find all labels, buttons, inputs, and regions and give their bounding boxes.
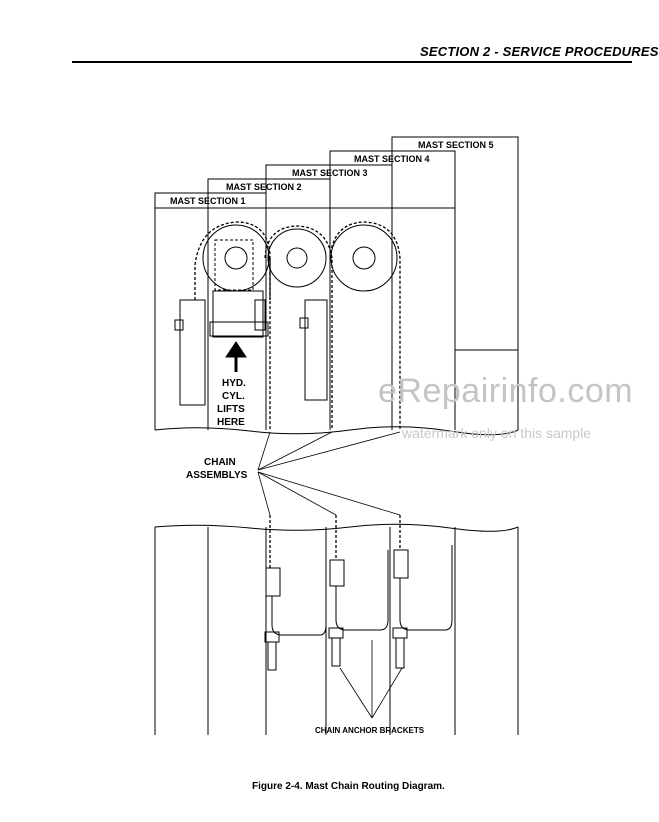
upper-anchor-left xyxy=(174,299,206,406)
lower-bracket-1 xyxy=(264,560,327,671)
upper-anchor-right xyxy=(254,299,266,331)
mast-section-3-label: MAST SECTION 3 xyxy=(292,168,368,178)
mast-section-2-label: MAST SECTION 2 xyxy=(226,182,302,192)
chain-leader-lines xyxy=(257,431,401,516)
bracket-leader-lines xyxy=(339,640,403,719)
upper-anchor-mid xyxy=(299,299,328,401)
cylinder-label-line4: HERE xyxy=(217,417,245,428)
header-rule xyxy=(72,61,632,63)
upper-chains xyxy=(194,221,401,430)
lower-chains xyxy=(269,515,401,568)
sheave-1 xyxy=(202,224,270,292)
cylinder-label-line2: CYL. xyxy=(222,391,245,402)
lift-arrow xyxy=(225,341,247,372)
lower-mast-body xyxy=(154,523,519,735)
lower-bracket-3 xyxy=(392,545,453,669)
figure-caption: Figure 2-4. Mast Chain Routing Diagram. xyxy=(252,781,445,792)
crosshead xyxy=(209,239,269,338)
mast-section-4-label: MAST SECTION 4 xyxy=(354,154,430,164)
bracket-label: CHAIN ANCHOR BRACKETS xyxy=(315,726,425,735)
lower-bracket-2 xyxy=(328,550,389,667)
mast-section-5-label: MAST SECTION 5 xyxy=(418,140,494,150)
watermark-brand: eRepairinfo.com xyxy=(378,372,634,410)
cylinder-label-line3: LIFTS xyxy=(217,404,245,415)
chain-label-line1: CHAIN xyxy=(204,457,236,468)
mast-section-1-label: MAST SECTION 1 xyxy=(170,196,246,206)
upper-mast-body xyxy=(154,207,519,436)
chain-label-line2: ASSEMBLYS xyxy=(186,470,248,481)
cylinder-label-line1: HYD. xyxy=(222,378,246,389)
sheave-3 xyxy=(330,224,398,292)
mast-section-brackets xyxy=(154,136,519,430)
watermark-note: watermark only on this sample xyxy=(402,425,592,441)
section-header: SECTION 2 - SERVICE PROCEDURES xyxy=(420,44,659,59)
sheave-2 xyxy=(267,228,327,288)
